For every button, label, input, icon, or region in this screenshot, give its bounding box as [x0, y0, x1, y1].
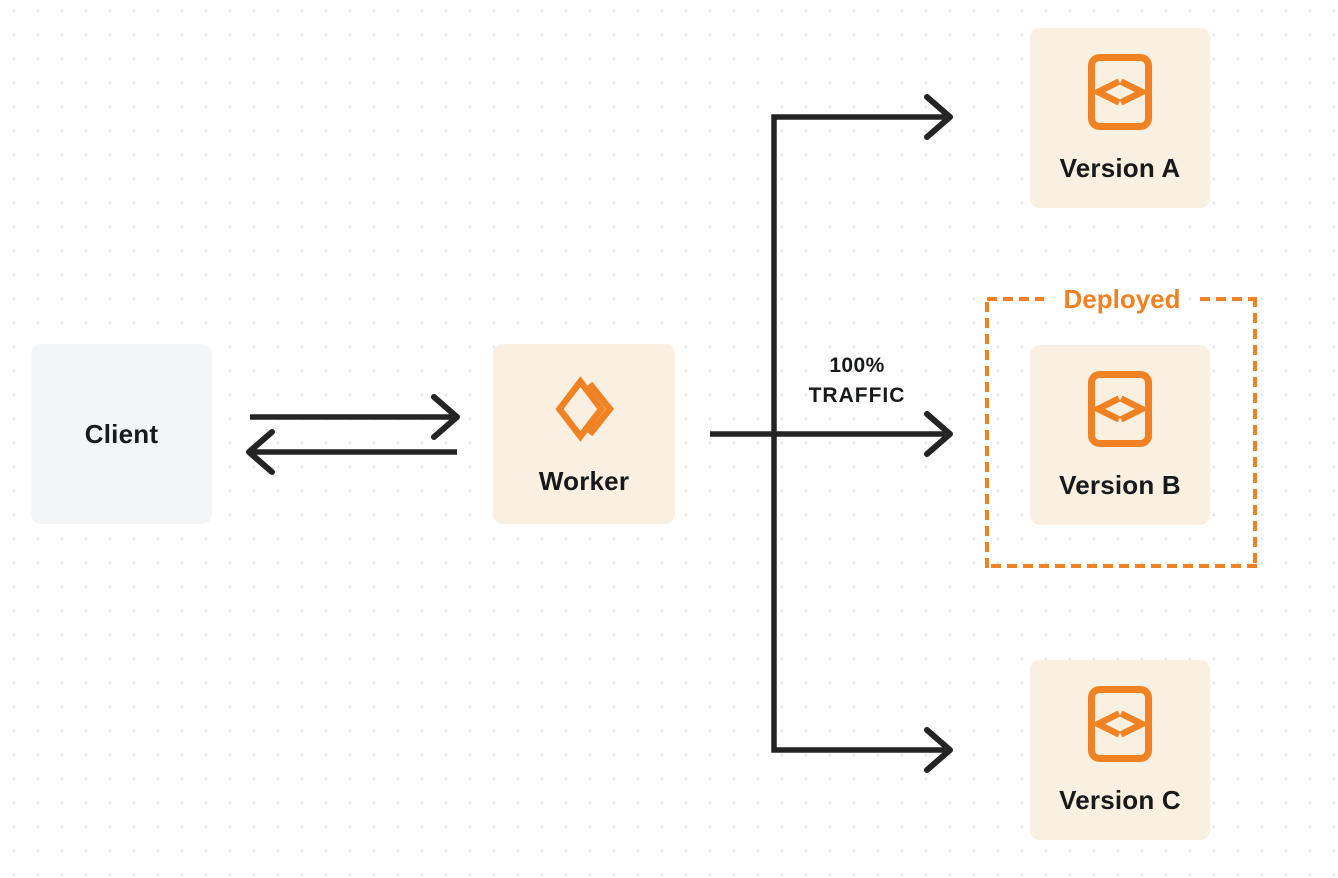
node-client: Client: [31, 344, 212, 524]
client-label: Client: [84, 418, 159, 449]
cloudflare-workers-logo-icon: [547, 373, 621, 445]
arrowhead-right-icon: [924, 411, 953, 457]
traffic-word: TRAFFIC: [808, 384, 906, 407]
traffic-annotation: 100% TRAFFIC: [782, 351, 932, 411]
edge-branch-trunk: [771, 94, 953, 773]
node-version-b: Version B: [1030, 345, 1210, 525]
edge-worker-to-version-b: [710, 411, 953, 457]
code-file-icon: [1088, 53, 1152, 130]
edge-client-to-worker: [250, 394, 460, 440]
version-c-label: Version C: [1059, 784, 1181, 815]
node-version-c: Version C: [1030, 660, 1210, 840]
node-version-a: Version A: [1030, 28, 1210, 208]
arrowhead-right-icon: [924, 94, 953, 140]
deployed-badge: Deployed: [1063, 284, 1181, 314]
code-file-icon: [1088, 370, 1152, 447]
arrowhead-right-icon: [924, 727, 953, 773]
code-file-icon: [1088, 685, 1152, 762]
version-b-label: Version B: [1059, 469, 1181, 500]
node-worker: Worker: [493, 344, 675, 524]
traffic-percent: 100%: [829, 354, 885, 377]
edge-worker-to-client: [246, 429, 457, 475]
worker-label: Worker: [538, 465, 630, 496]
arrowhead-left-icon: [246, 429, 275, 475]
deployed-dashed-border: [985, 297, 1257, 568]
arrowhead-right-icon: [431, 394, 460, 440]
version-a-label: Version A: [1059, 152, 1181, 183]
